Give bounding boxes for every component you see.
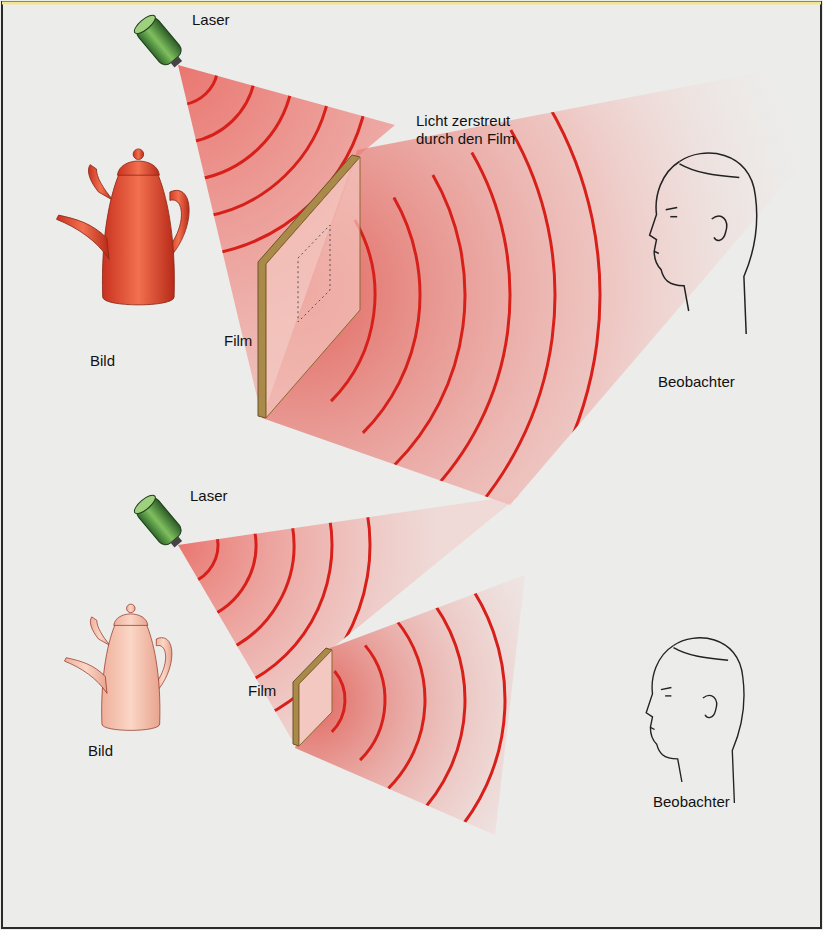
observer-head: [650, 153, 757, 334]
wavefront: [427, 153, 510, 497]
wavefront: [388, 620, 425, 789]
wavefront: [363, 198, 420, 433]
wavefront: [185, 73, 217, 104]
film-plate: [266, 157, 360, 418]
wavefront: [458, 130, 555, 528]
scatter-note: Licht zerstreut durch den Film: [416, 112, 536, 148]
teapot-image: [57, 149, 190, 305]
film-detail: [298, 225, 330, 322]
wavefront: [445, 568, 505, 845]
wavefront: [490, 108, 600, 561]
wavefront: [417, 594, 465, 817]
wavefront: [192, 81, 255, 142]
wavefront: [218, 525, 294, 654]
image-label: Bild: [90, 352, 115, 370]
observer-label: Beobachter: [653, 793, 730, 811]
wavefront: [192, 538, 218, 583]
film-label: Film: [224, 332, 252, 350]
wavefront: [205, 97, 329, 217]
scattered-light: [262, 60, 823, 505]
scattered-light: [295, 575, 525, 835]
laser-label: Laser: [192, 11, 230, 29]
laser-device: [132, 492, 189, 552]
wavefront: [332, 671, 345, 732]
film-plate: [293, 648, 332, 746]
observer-head: [646, 638, 744, 803]
laser-label: Laser: [190, 487, 228, 505]
teapot-image: [65, 604, 172, 730]
wavefront: [205, 531, 256, 618]
film-plate: [299, 650, 332, 746]
wavefront: [395, 175, 465, 465]
film-plate: [258, 155, 360, 418]
image-label: Bild: [88, 742, 113, 760]
wavefronts: [331, 108, 600, 561]
observer-label: Beobachter: [658, 373, 735, 391]
laser-device: [132, 12, 189, 72]
wavefront: [198, 89, 291, 179]
film-label: Film: [248, 682, 276, 700]
wavefronts: [332, 568, 505, 845]
wavefront: [360, 645, 385, 760]
